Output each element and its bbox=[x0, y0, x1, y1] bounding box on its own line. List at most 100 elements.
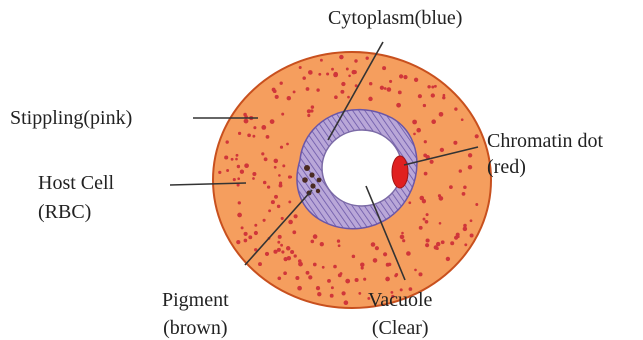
stipple-dot bbox=[434, 85, 437, 88]
stipple-dot bbox=[226, 169, 229, 172]
stipple-dot bbox=[268, 209, 271, 212]
stipple-dot bbox=[396, 103, 401, 108]
stipple-dot bbox=[399, 74, 403, 78]
stipple-dot bbox=[306, 87, 310, 91]
stipple-dot bbox=[306, 271, 310, 275]
stipple-dot bbox=[383, 252, 387, 256]
stipple-dot bbox=[316, 88, 319, 91]
stipple-dot bbox=[363, 278, 366, 281]
label-host-cell-line1: Host Cell bbox=[38, 172, 114, 194]
stipple-dot bbox=[277, 205, 280, 208]
stipple-dot bbox=[341, 291, 345, 295]
stipple-dot bbox=[271, 200, 275, 204]
stipple-dot bbox=[406, 251, 411, 256]
stipple-dot bbox=[416, 128, 421, 133]
stipple-dot bbox=[298, 262, 303, 267]
stipple-dot bbox=[346, 68, 349, 71]
stipple-dot bbox=[252, 172, 256, 176]
label-cytoplasm-text: Cytoplasm(blue) bbox=[328, 7, 462, 29]
stipple-dot bbox=[311, 105, 314, 108]
stipple-dot bbox=[244, 232, 248, 236]
stipple-dot bbox=[254, 231, 258, 235]
stipple-dot bbox=[439, 222, 442, 225]
stipple-dot bbox=[333, 265, 337, 269]
stipple-dot bbox=[302, 76, 306, 80]
stipple-dot bbox=[464, 243, 467, 246]
stipple-dot bbox=[431, 93, 435, 97]
stipple-dot bbox=[344, 300, 349, 305]
label-pigment-line1: Pigment bbox=[162, 289, 229, 311]
stipple-dot bbox=[310, 71, 313, 74]
stipple-dot bbox=[331, 68, 334, 71]
stipple-dot bbox=[281, 250, 284, 253]
stipple-dot bbox=[233, 178, 236, 181]
stipple-dot bbox=[454, 107, 457, 110]
stipple-dot bbox=[277, 276, 281, 280]
stipple-dot bbox=[280, 82, 283, 85]
stipple-dot bbox=[224, 155, 228, 159]
stipple-dot bbox=[287, 256, 291, 260]
stipple-dot bbox=[278, 174, 281, 177]
stipple-dot bbox=[360, 262, 364, 266]
stipple-dot bbox=[307, 114, 310, 117]
stipple-dot bbox=[475, 203, 478, 206]
stipple-dot bbox=[463, 227, 468, 232]
label-pigment: Pigment (brown) bbox=[162, 289, 229, 339]
stipple-dot bbox=[334, 95, 338, 99]
stipple-dot bbox=[283, 271, 287, 275]
label-cytoplasm: Cytoplasm(blue) bbox=[328, 7, 462, 29]
stipple-dot bbox=[258, 262, 262, 266]
stipple-dot bbox=[369, 82, 372, 85]
stipple-dot bbox=[425, 220, 429, 224]
stipple-dot bbox=[238, 201, 241, 204]
stipple-dot bbox=[252, 135, 255, 138]
stipple-dot bbox=[266, 135, 270, 139]
label-vacuole-line2: (Clear) bbox=[368, 317, 432, 339]
stipple-dot bbox=[418, 272, 422, 276]
stipple-dot bbox=[402, 239, 405, 242]
stipple-dot bbox=[371, 242, 376, 247]
stipple-dot bbox=[449, 185, 453, 189]
label-chromatin-line1: Chromatin dot bbox=[487, 130, 603, 152]
stipple-dot bbox=[316, 286, 320, 290]
stipple-dot bbox=[282, 164, 285, 167]
stipple-dot bbox=[237, 165, 240, 168]
stipple-dot bbox=[293, 90, 296, 93]
stipple-dot bbox=[267, 185, 270, 188]
stipple-dot bbox=[244, 239, 248, 243]
stipple-dot bbox=[295, 276, 299, 280]
stipple-dot bbox=[366, 57, 369, 60]
stipple-dot bbox=[253, 126, 256, 129]
stipple-dot bbox=[453, 141, 457, 145]
stipple-dot bbox=[463, 185, 467, 189]
stipple-dot bbox=[425, 243, 429, 247]
stipple-dot bbox=[382, 66, 386, 70]
stipple-dot bbox=[294, 254, 297, 257]
stipple-dot bbox=[320, 59, 323, 62]
stipple-dot bbox=[237, 213, 242, 218]
label-vacuole-line1: Vacuole bbox=[368, 289, 432, 311]
stipple-dot bbox=[240, 170, 244, 174]
stipple-dot bbox=[440, 148, 444, 152]
stipple-dot bbox=[310, 240, 314, 244]
stipple-dot bbox=[427, 85, 430, 88]
stipple-dot bbox=[361, 266, 364, 269]
label-stippling: Stippling(pink) bbox=[10, 107, 132, 129]
stipple-dot bbox=[341, 82, 345, 86]
stipple-dot bbox=[235, 158, 238, 161]
label-host-cell-line2: (RBC) bbox=[38, 201, 114, 223]
stipple-dot bbox=[278, 235, 282, 239]
stipple-dot bbox=[403, 75, 407, 79]
stipple-dot bbox=[413, 133, 416, 136]
stipple-dot bbox=[261, 125, 266, 130]
stipple-dot bbox=[414, 78, 418, 82]
stipple-dot bbox=[386, 263, 390, 267]
stipple-dot bbox=[287, 96, 291, 100]
stipple-dot bbox=[400, 235, 405, 240]
stipple-dot bbox=[338, 244, 341, 247]
stipple-dot bbox=[313, 263, 317, 267]
stipple-dot bbox=[368, 97, 372, 101]
label-chromatin-line2: (red) bbox=[487, 156, 603, 178]
stipple-dot bbox=[238, 132, 241, 135]
stipple-dot bbox=[442, 96, 445, 99]
